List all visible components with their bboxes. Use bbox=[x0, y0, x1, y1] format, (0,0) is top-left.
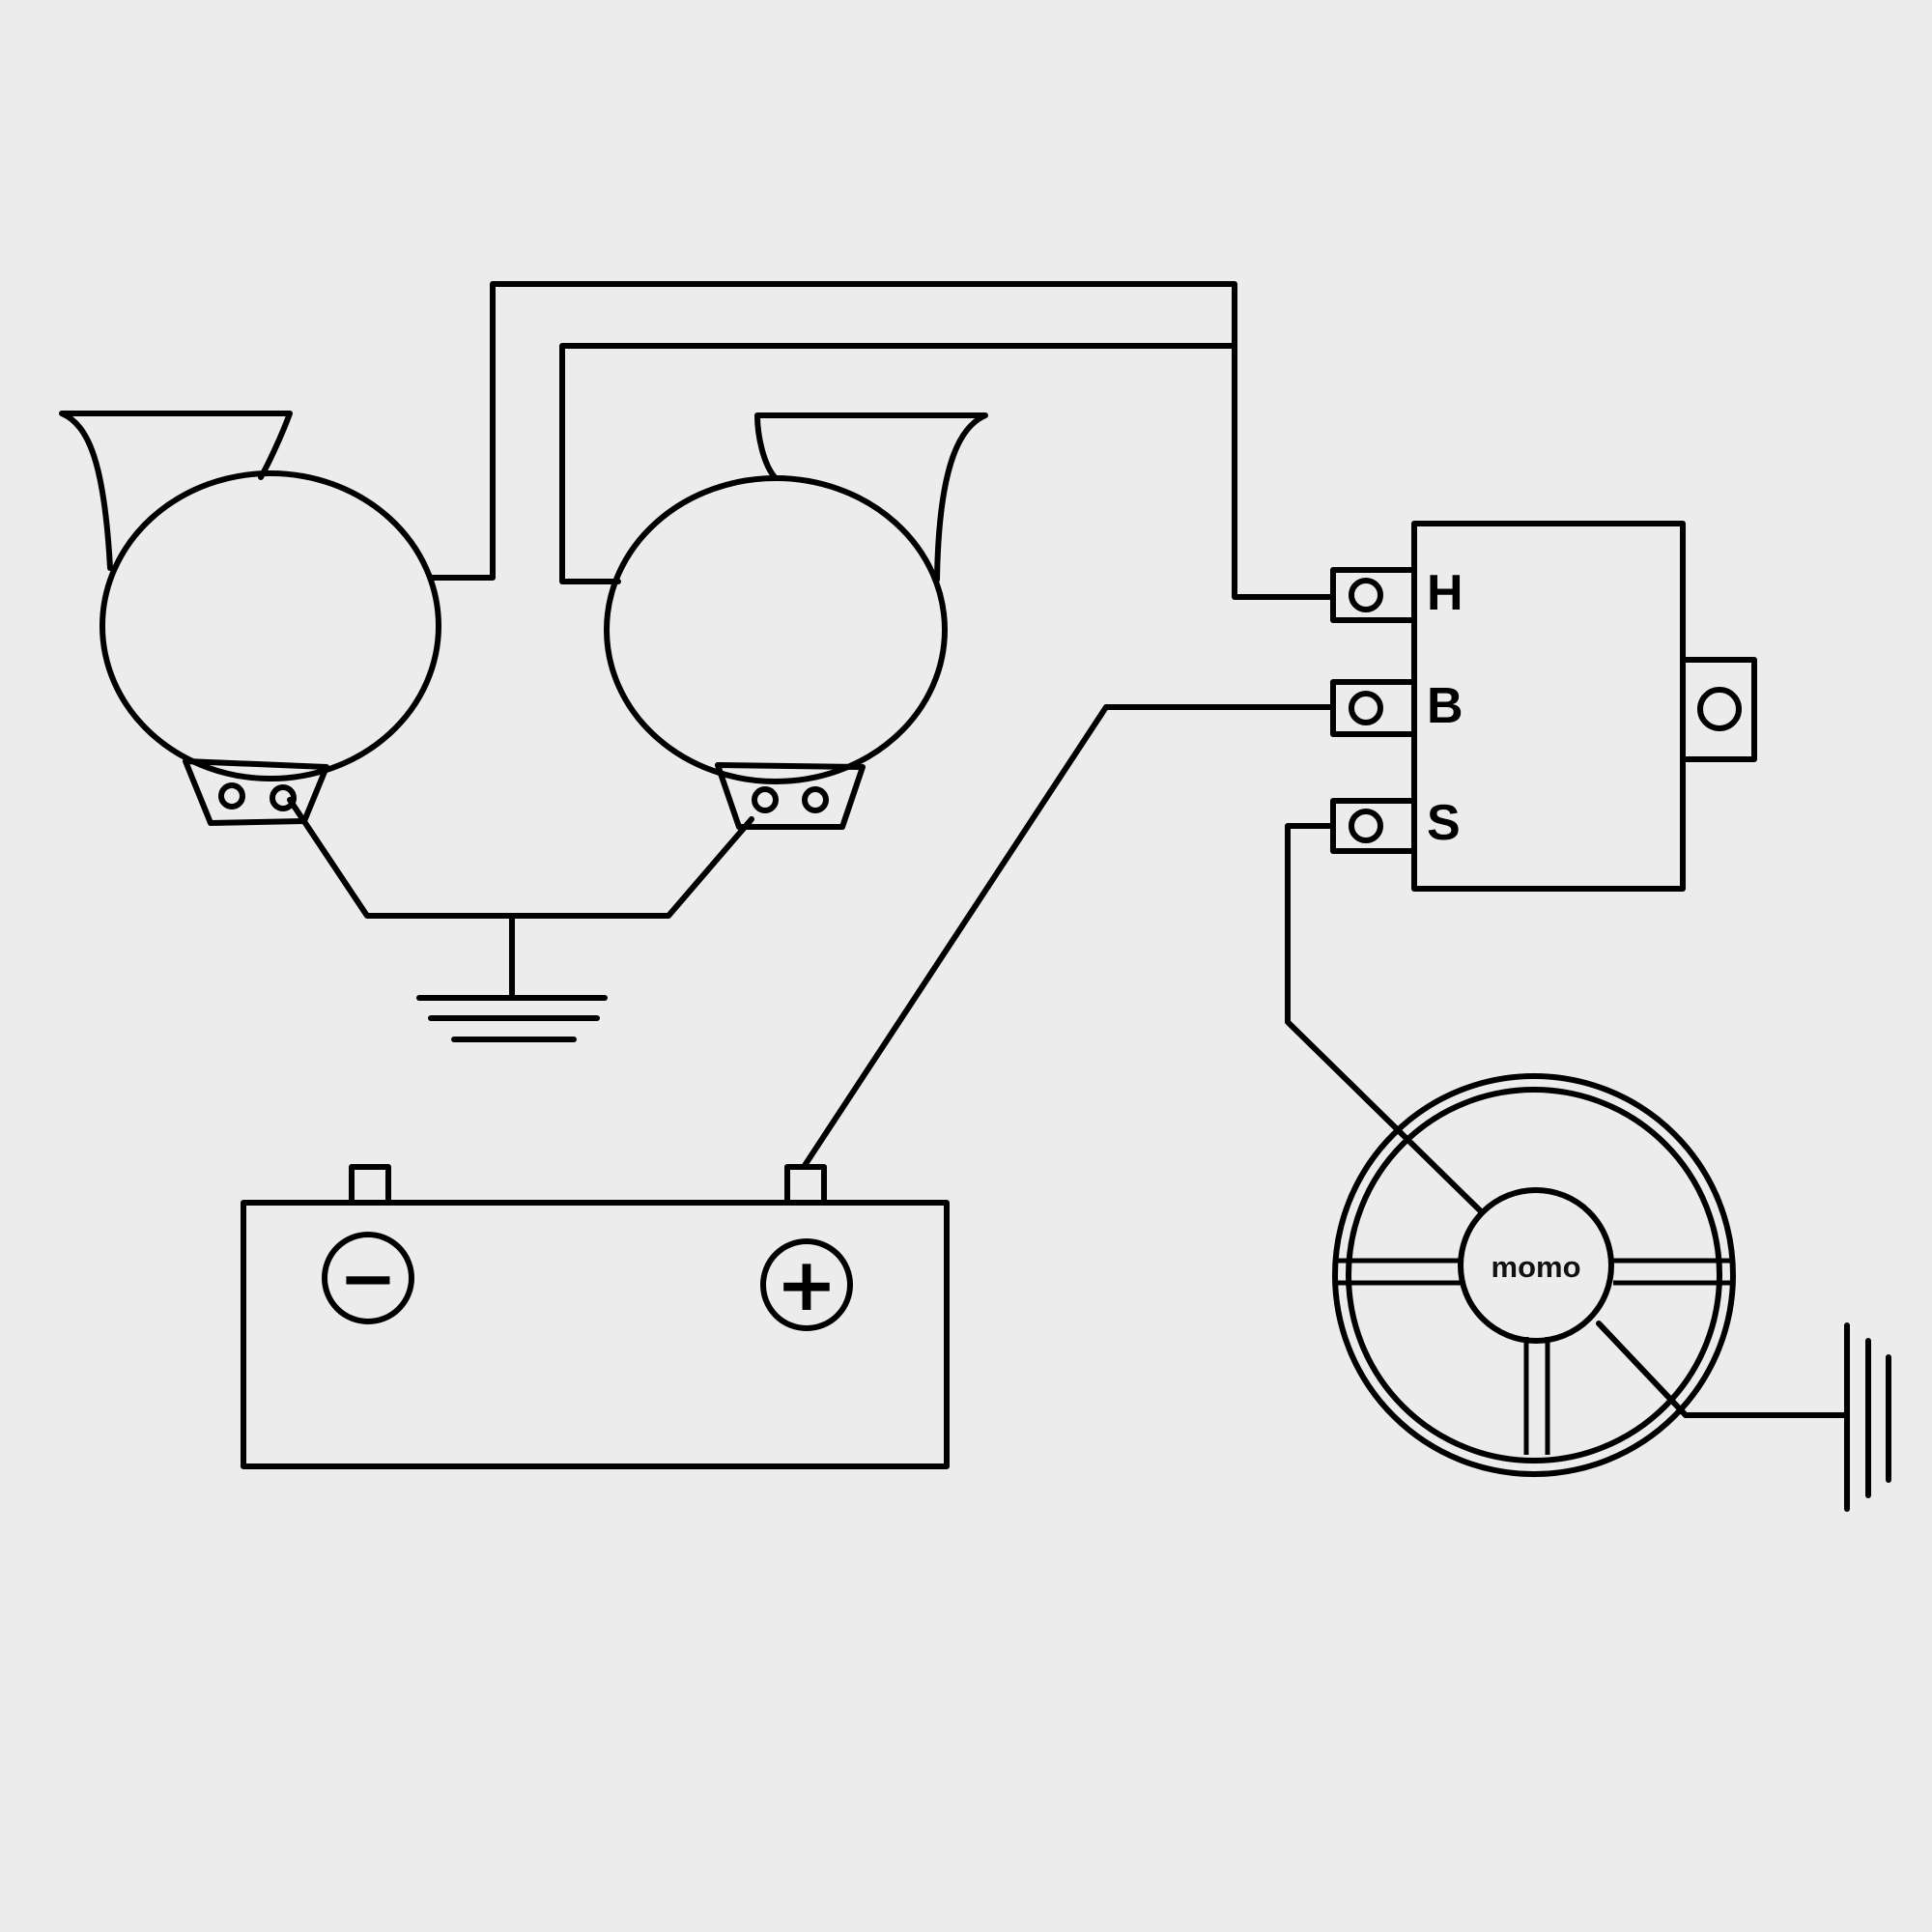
wire-horn1-to-relay-h bbox=[429, 281, 1336, 600]
relay-pin-s-label: S bbox=[1427, 795, 1461, 851]
relay: H B S bbox=[1330, 521, 1757, 892]
relay-pin-b-label: B bbox=[1427, 678, 1463, 734]
negative-symbol: − bbox=[339, 1237, 397, 1319]
relay-pin-h bbox=[1330, 567, 1417, 623]
battery: − + bbox=[241, 1164, 950, 1469]
relay-pin-s bbox=[1330, 798, 1417, 854]
battery-positive-terminal: + bbox=[760, 1238, 853, 1331]
wire-wheel-to-ground bbox=[1596, 1321, 1848, 1418]
horn-left bbox=[59, 411, 441, 826]
ground-icon bbox=[1844, 1322, 1891, 1512]
battery-negative-terminal: − bbox=[322, 1232, 414, 1324]
horn-icon bbox=[604, 412, 988, 830]
positive-symbol: + bbox=[776, 1241, 838, 1327]
wire-relay-s-to-wheel bbox=[1285, 823, 1485, 1215]
wires bbox=[287, 281, 1848, 1418]
relay-pin-b bbox=[1330, 679, 1417, 737]
steering-wheel: momo bbox=[1332, 1073, 1736, 1477]
wire-horns-to-ground bbox=[287, 797, 754, 919]
horn-right bbox=[604, 412, 988, 830]
relay-pin-h-label: H bbox=[1427, 565, 1463, 621]
wire-battery-to-relay-b bbox=[801, 704, 1336, 1170]
steering-wheel-icon bbox=[1332, 1073, 1736, 1477]
wire-horn2-to-relay-h bbox=[559, 343, 1237, 584]
horn-icon bbox=[59, 411, 441, 826]
battery-icon bbox=[241, 1164, 950, 1469]
ground-icon bbox=[416, 995, 608, 1042]
steering-wheel-brand: momo bbox=[1492, 1250, 1581, 1284]
relay-icon bbox=[1411, 521, 1757, 892]
